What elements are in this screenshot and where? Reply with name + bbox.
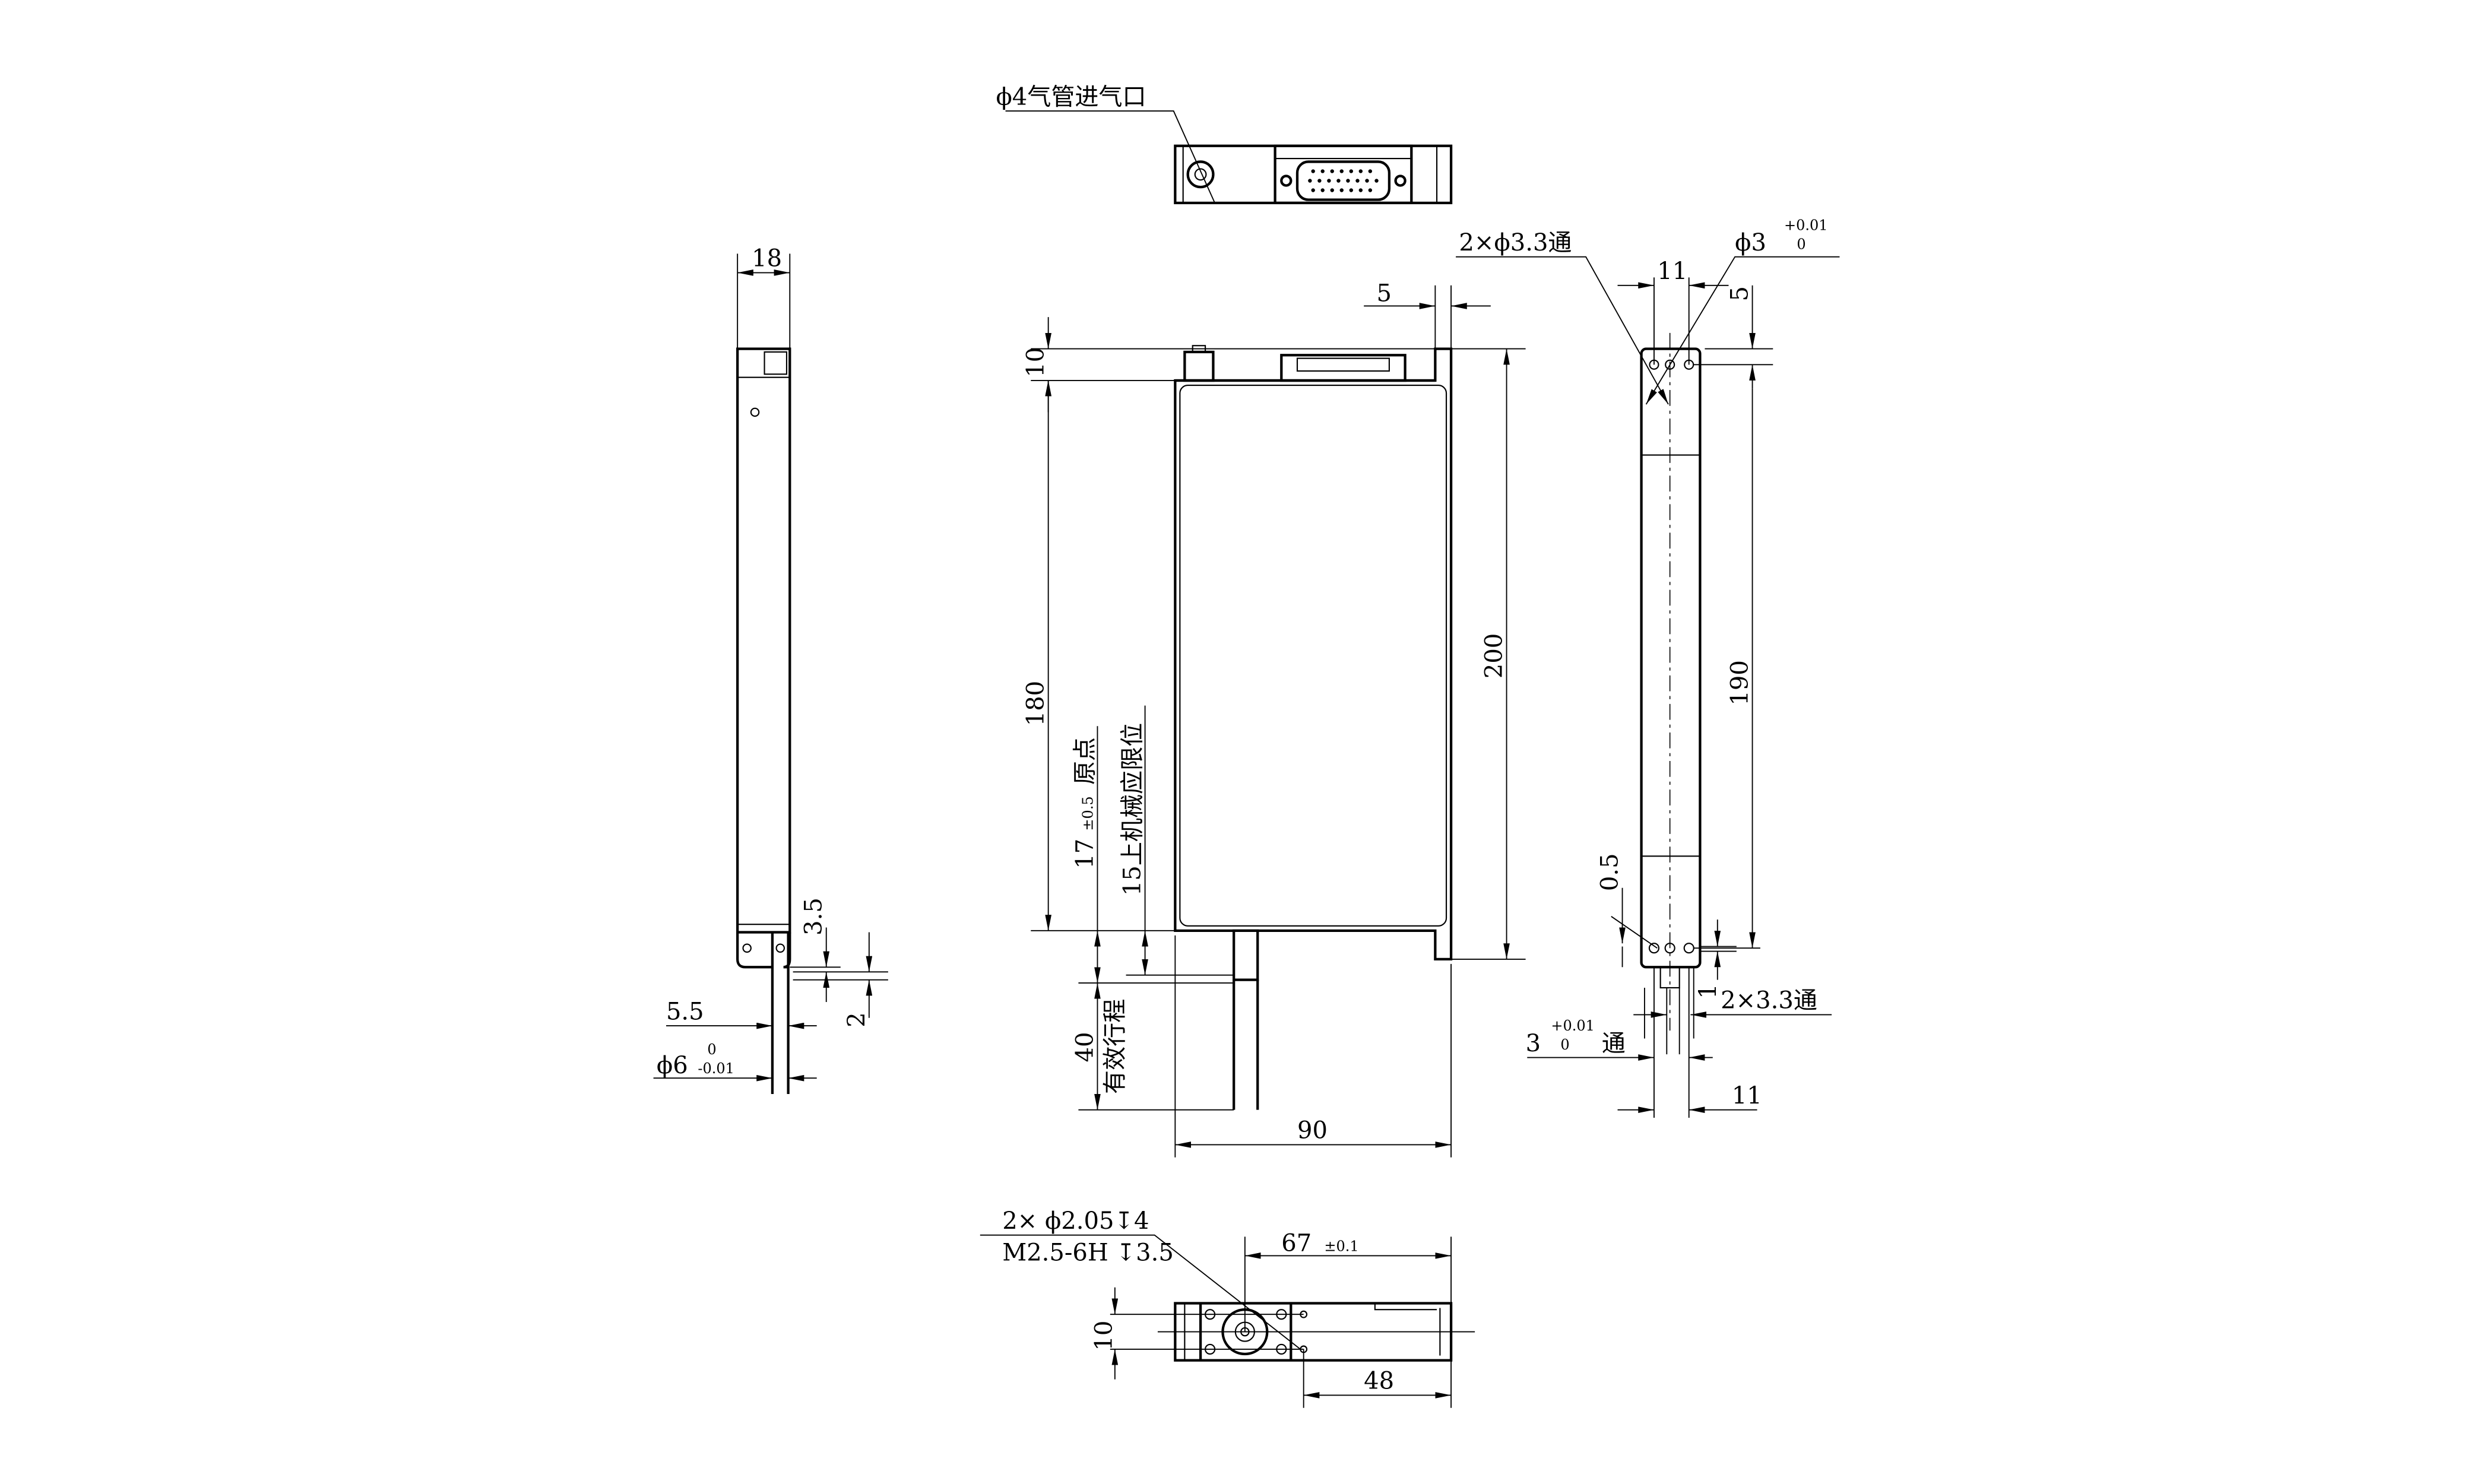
pin-tol-lower: 0 bbox=[1797, 236, 1805, 252]
mechanical-limit-label: 15上机械应限位 bbox=[1119, 723, 1146, 896]
dim-2: 2 bbox=[843, 1012, 870, 1027]
right-dim-190: 190 bbox=[1727, 660, 1754, 705]
bottom-dim-48: 48 bbox=[1364, 1368, 1394, 1395]
pin-hole-label: ϕ3 bbox=[1735, 229, 1766, 256]
right-dim-5: 5 bbox=[1727, 286, 1754, 301]
shaft-tol-upper: 0 bbox=[707, 1041, 716, 1058]
bottom-pin-dia: 3 bbox=[1526, 1030, 1541, 1057]
dim-3-5: 3.5 bbox=[800, 898, 828, 936]
shaft-tol-lower: -0.01 bbox=[698, 1060, 734, 1077]
hole-label-1: 2× ϕ2.05↧4 bbox=[1002, 1207, 1149, 1235]
front-dim-200: 200 bbox=[1481, 633, 1508, 678]
front-dim-10: 10 bbox=[1022, 347, 1050, 378]
hole-label-2: M2.5-6H ↧3.5 bbox=[1002, 1239, 1174, 1266]
pin-tol-upper: +0.01 bbox=[1784, 217, 1828, 233]
right-view: 2×ϕ3.3通 ϕ3 +0.01 0 11 5 190 0.5 1 2×3.3通… bbox=[1456, 217, 1840, 1118]
dim-5-5: 5.5 bbox=[666, 998, 704, 1025]
top-view: ϕ4气管进气口 bbox=[996, 83, 1453, 205]
right-dim-0-5: 0.5 bbox=[1596, 853, 1624, 891]
bottom-dim-10: 10 bbox=[1090, 1321, 1117, 1351]
bottom-pin-tol-lower: 0 bbox=[1560, 1036, 1569, 1053]
front-view: 5 10 180 200 90 17 ±0.5 原点 15上机械应限位 40 有… bbox=[1022, 280, 1526, 1158]
stroke-label: 有效行程 bbox=[1101, 999, 1129, 1094]
side-width-dim: 18 bbox=[752, 245, 782, 272]
origin-label: 原点 bbox=[1071, 737, 1098, 785]
right-dim-11-bottom: 11 bbox=[1732, 1082, 1762, 1109]
bottom-view: 10 2× ϕ2.05↧4 M2.5-6H ↧3.5 67 ±0.1 48 bbox=[980, 1207, 1475, 1408]
stroke-dim: 40 bbox=[1071, 1032, 1098, 1063]
front-dim-90: 90 bbox=[1297, 1117, 1328, 1144]
shaft-diameter: ϕ6 bbox=[657, 1052, 688, 1079]
bottom-dim-67: 67 bbox=[1281, 1229, 1312, 1257]
front-dim-5: 5 bbox=[1377, 280, 1392, 307]
side-view: 18 3.5 2 5.5 ϕ6 0 -0.01 bbox=[653, 245, 888, 1094]
front-dim-180: 180 bbox=[1022, 681, 1050, 726]
origin-tolerance: ±0.5 bbox=[1079, 796, 1096, 830]
holes-top-label: 2×ϕ3.3通 bbox=[1459, 229, 1572, 256]
air-inlet-label: ϕ4气管进气口 bbox=[996, 83, 1146, 110]
holes-bottom-label: 2×3.3通 bbox=[1721, 987, 1817, 1014]
bottom-pin-tol-upper: +0.01 bbox=[1551, 1017, 1595, 1034]
origin-dim: 17 bbox=[1071, 839, 1098, 869]
right-dim-11-top: 11 bbox=[1657, 258, 1687, 285]
bottom-dim-67-tol: ±0.1 bbox=[1324, 1238, 1358, 1254]
right-dim-1: 1 bbox=[1694, 984, 1722, 998]
bottom-pin-suffix: 通 bbox=[1602, 1030, 1626, 1057]
